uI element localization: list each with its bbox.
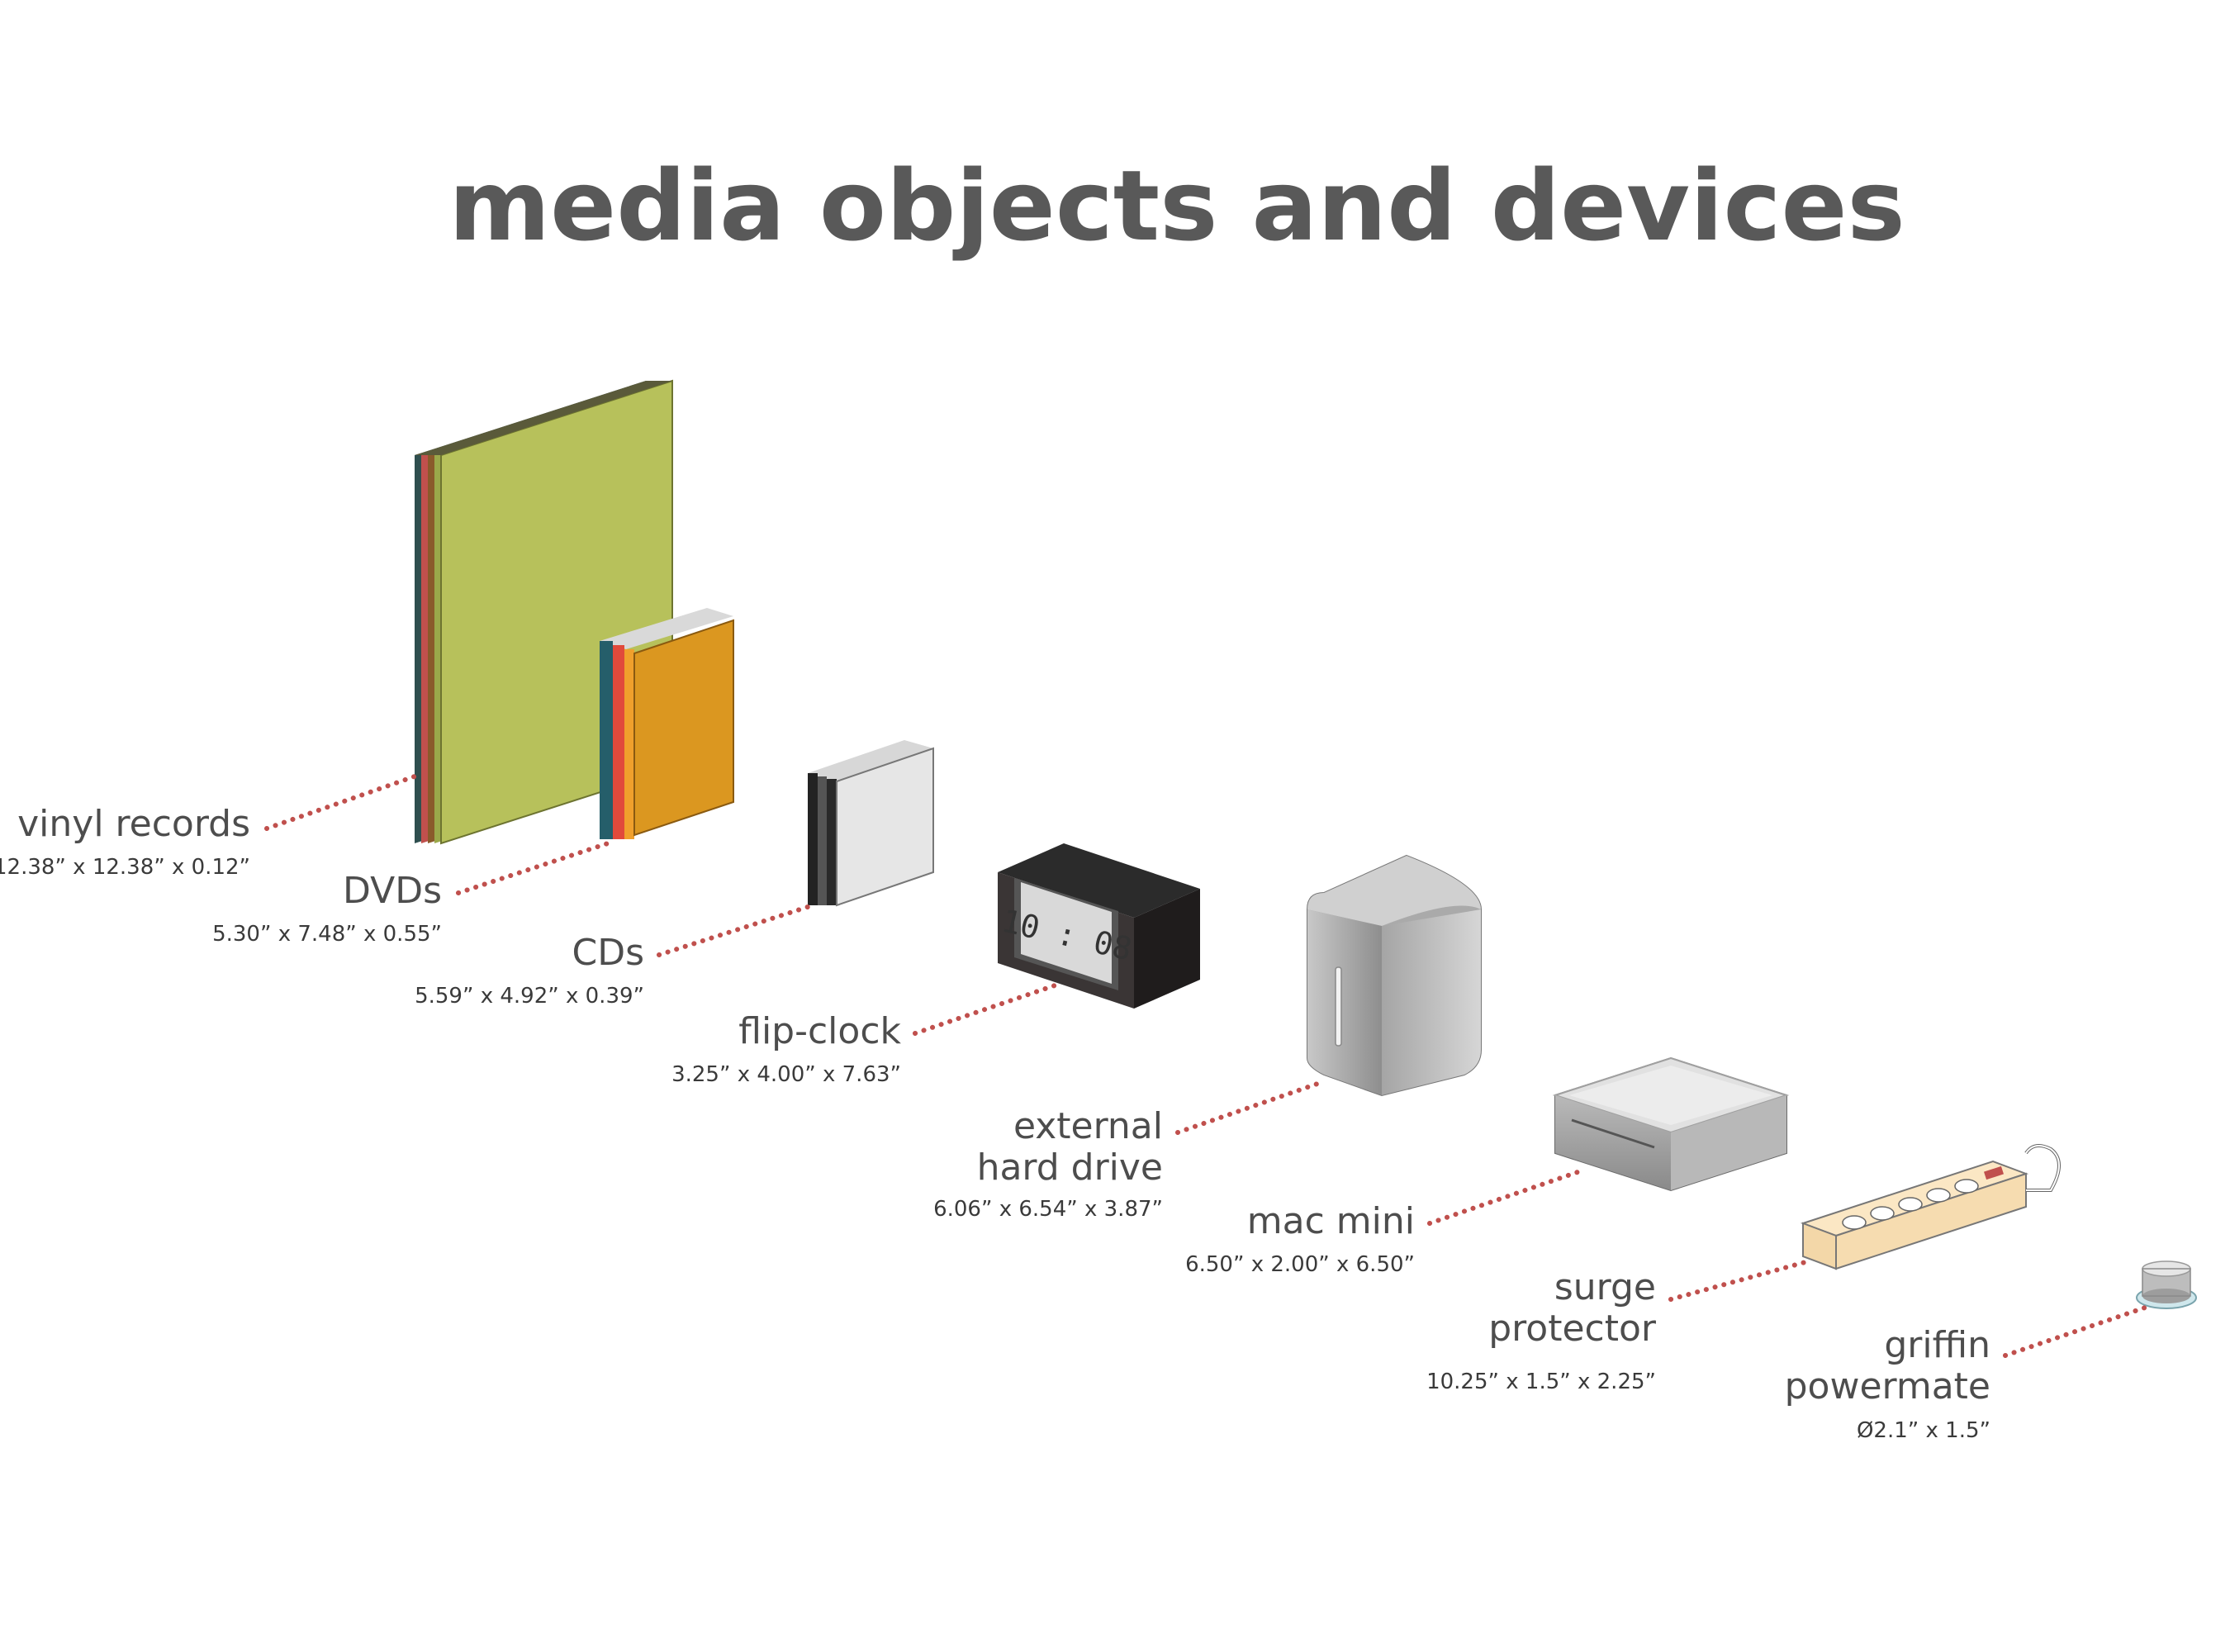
leader-line-cd (657, 904, 810, 957)
dimensions-flipclock: 3.25” x 4.00” x 7.63” (671, 1062, 901, 1087)
dimensions-surge: 10.25” x 1.5” x 2.25” (1426, 1370, 1656, 1394)
flip-clock-illustration: 10 : 08 (998, 843, 1200, 1009)
label-powermate-line-2: powermate (1785, 1365, 1990, 1408)
dimensions-cd: 5.59” x 4.92” x 0.39” (415, 984, 644, 1009)
label-hdd-line-1: external (1013, 1105, 1163, 1147)
dimensions-vinyl: 12.38” x 12.38” x 0.12” (0, 855, 250, 880)
label-flipclock: flip-clock (738, 1010, 901, 1052)
label-powermate-line-1: griffin (1884, 1324, 1990, 1366)
leader-line-surge (1668, 1258, 1814, 1302)
dimensions-hdd: 6.06” x 6.54” x 3.87” (933, 1197, 1163, 1222)
label-cd: CDs (572, 932, 644, 974)
griffin-powermate-illustration (2136, 1260, 2197, 1309)
leader-line-powermate (2003, 1303, 2152, 1358)
dimensions-dvd: 5.30” x 7.48” x 0.55” (212, 922, 442, 947)
external-hard-drive-illustration (1307, 854, 1482, 1097)
label-vinyl: vinyl records (17, 803, 250, 845)
label-dvd: DVDs (343, 870, 442, 912)
label-hdd-line-2: hard drive (977, 1146, 1163, 1189)
dimensions-powermate: Ø2.1” x 1.5” (1857, 1418, 1990, 1443)
leader-line-hdd (1175, 1080, 1322, 1135)
page-title: media objects and devices (448, 149, 1905, 263)
surge-protector-illustration (1800, 1144, 2061, 1270)
dvds-illustration (600, 608, 734, 839)
leader-line-flipclock (913, 981, 1062, 1036)
label-surge-line-1: surge (1554, 1266, 1656, 1308)
leader-line-macmini (1427, 1169, 1582, 1226)
cds-illustration (808, 740, 934, 907)
labels: vinyl records 12.38” x 12.38” x 0.12” DVDs… (0, 803, 1990, 1443)
leader-lines (264, 774, 2152, 1358)
label-surge-line-2: protector (1488, 1308, 1657, 1350)
label-macmini: mac mini (1247, 1200, 1415, 1242)
vinyl-records-illustration (415, 379, 673, 845)
leader-line-dvd (456, 841, 610, 895)
dimensions-macmini: 6.50” x 2.00” x 6.50” (1185, 1252, 1415, 1277)
leader-line-vinyl (264, 774, 417, 831)
mac-mini-illustration (1552, 1056, 1790, 1192)
